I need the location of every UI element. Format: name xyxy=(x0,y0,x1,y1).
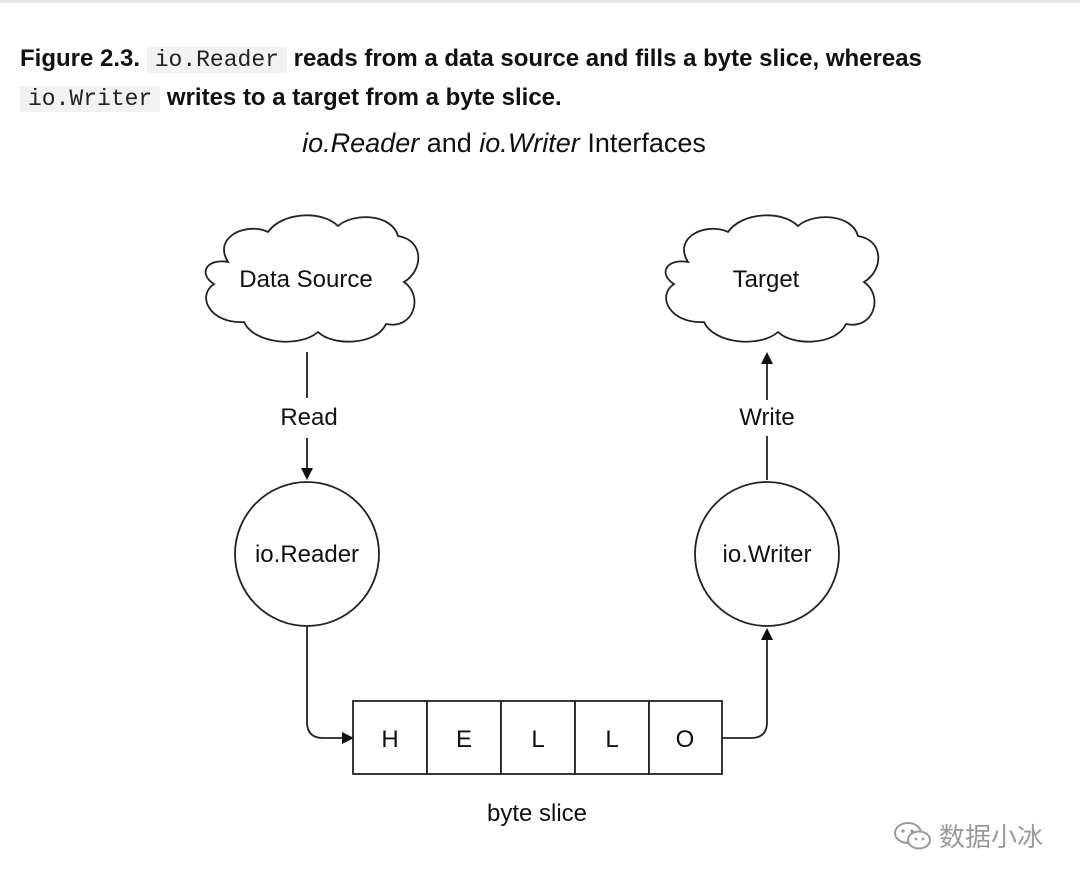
caption-line-2: io.Writer writes to a target from a byte… xyxy=(20,79,1060,118)
target-label: Target xyxy=(733,266,800,293)
byte-cell xyxy=(574,700,650,775)
byte-l2: L xyxy=(605,726,618,753)
caption-text-1: reads from a data source and fills a byt… xyxy=(293,45,922,72)
byte-slice: H E L L O xyxy=(352,700,723,775)
byte-h: H xyxy=(381,726,398,753)
byte-o: O xyxy=(676,726,695,753)
title-and: and xyxy=(426,128,472,158)
byte-cell xyxy=(648,700,723,775)
byte-l1: L xyxy=(531,726,544,753)
byte-slice-label: byte slice xyxy=(487,800,587,827)
caption-line-1: Figure 2.3. io.Reader reads from a data … xyxy=(20,40,1060,79)
write-label: Write xyxy=(739,404,795,431)
reader-node-label: io.Reader xyxy=(255,541,359,568)
reader-to-slice-arrow xyxy=(306,626,354,744)
reader-code: io.Reader xyxy=(146,47,287,73)
byte-cell xyxy=(426,700,502,775)
byte-cell xyxy=(500,700,576,775)
top-divider xyxy=(0,0,1080,3)
slice-to-writer-arrow xyxy=(722,628,773,739)
wechat-icon xyxy=(894,821,931,849)
title-interfaces: Interfaces xyxy=(587,128,706,158)
watermark: 数据小冰 xyxy=(893,817,1043,854)
title-reader: io.Reader xyxy=(302,128,420,158)
writer-node xyxy=(694,481,840,627)
diagram-title: io.Reader and io.Writer Interfaces xyxy=(0,128,1008,159)
target-cloud xyxy=(664,214,880,343)
byte-e: E xyxy=(456,726,472,753)
title-writer: io.Writer xyxy=(479,128,580,158)
data-source-cloud xyxy=(204,214,420,343)
read-label: Read xyxy=(280,404,337,431)
data-source-label: Data Source xyxy=(239,266,372,293)
figure-label: Figure 2.3. xyxy=(20,45,141,72)
watermark-text: 数据小冰 xyxy=(939,823,1044,853)
caption-text-2: writes to a target from a byte slice. xyxy=(166,84,562,111)
writer-code: io.Writer xyxy=(20,86,161,112)
writer-node-label: io.Writer xyxy=(723,541,812,568)
figure-caption: Figure 2.3. io.Reader reads from a data … xyxy=(20,40,1060,118)
